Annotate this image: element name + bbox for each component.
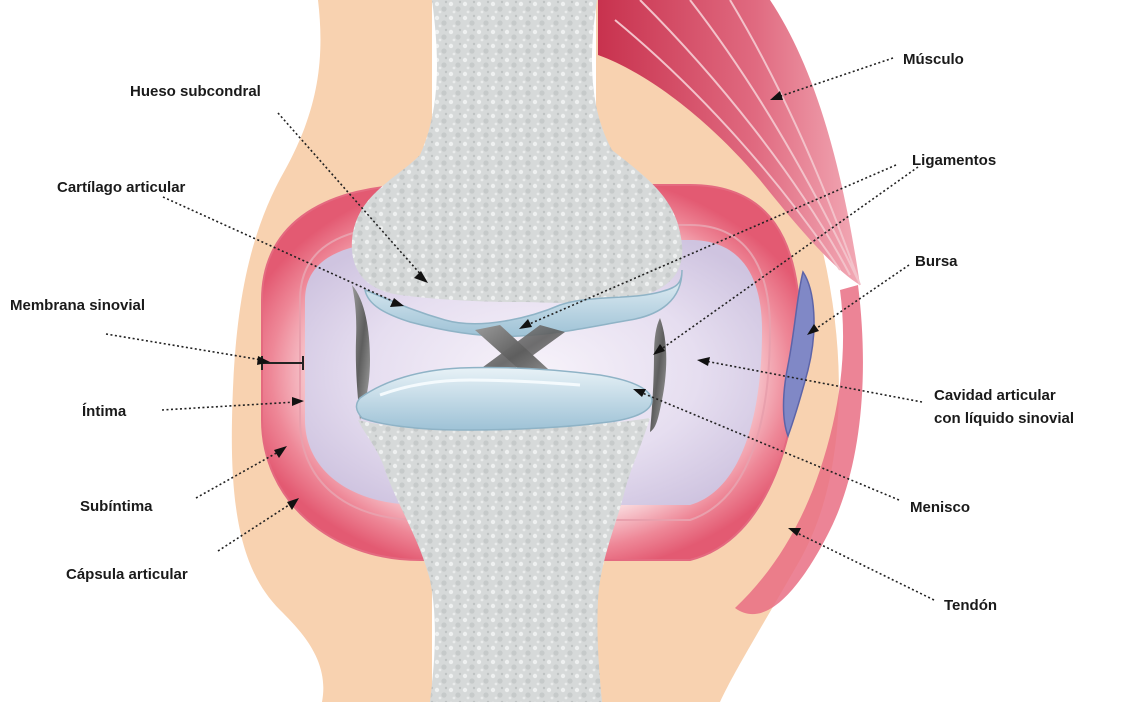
label-cartilago-articular: Cartílago articular bbox=[57, 179, 186, 196]
label-cavidad-line1: Cavidad articular bbox=[934, 387, 1056, 404]
label-capsula-articular: Cápsula articular bbox=[66, 566, 188, 583]
leader-tendon bbox=[795, 532, 934, 600]
label-tendon: Tendón bbox=[944, 597, 997, 614]
label-membrana-sinovial: Membrana sinovial bbox=[10, 297, 145, 314]
label-ligamentos: Ligamentos bbox=[912, 152, 996, 169]
label-bursa: Bursa bbox=[915, 253, 958, 270]
label-subintima: Subíntima bbox=[80, 498, 153, 515]
label-musculo: Músculo bbox=[903, 51, 964, 68]
label-intima: Íntima bbox=[82, 403, 127, 420]
label-cavidad-line2: con líquido sinovial bbox=[934, 410, 1074, 427]
label-hueso-subcondral: Hueso subcondral bbox=[130, 83, 261, 100]
label-menisco: Menisco bbox=[910, 499, 970, 516]
